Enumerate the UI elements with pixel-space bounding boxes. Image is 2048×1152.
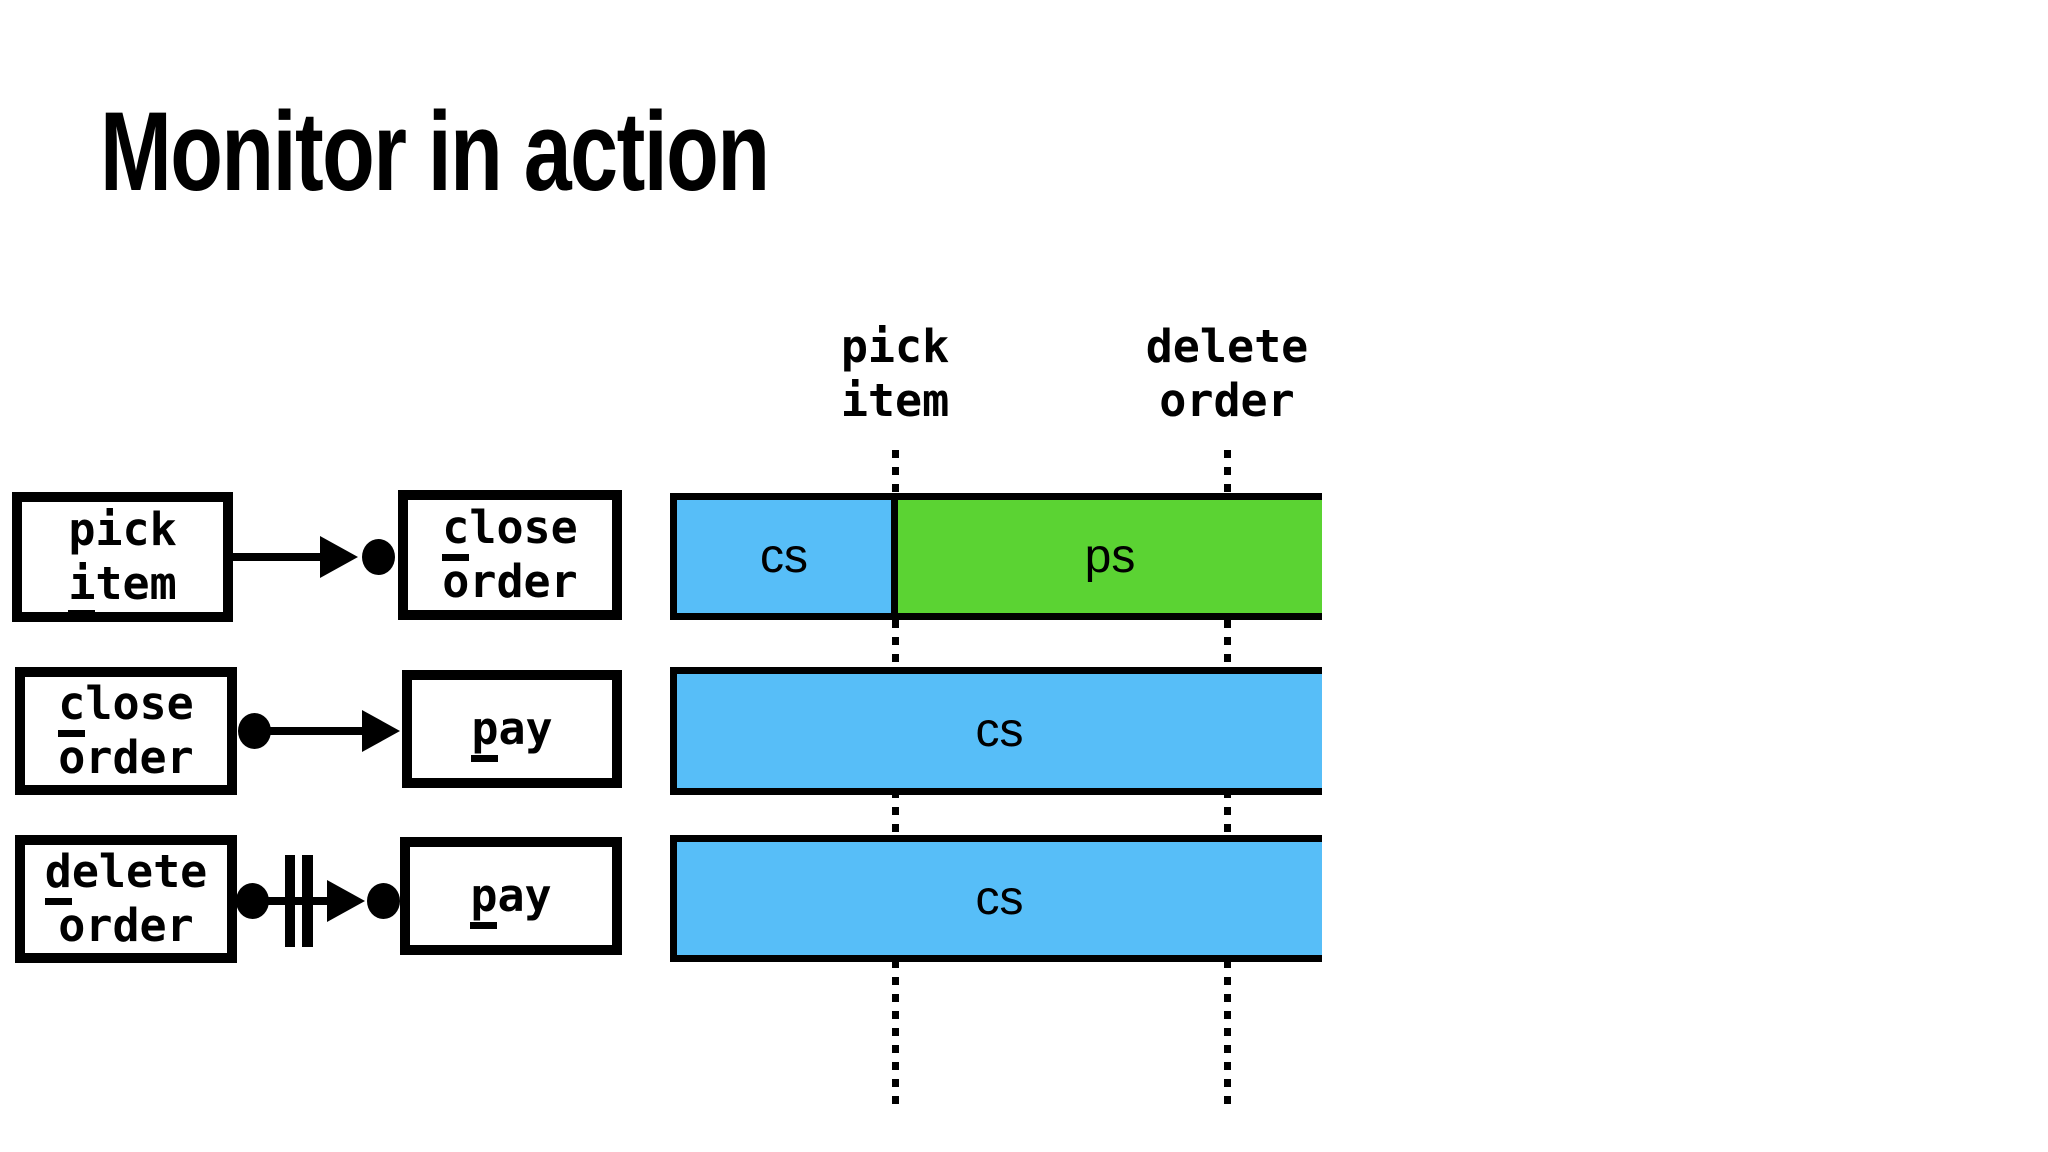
arrow-line xyxy=(266,897,331,905)
box-label-line: order xyxy=(58,731,194,784)
segment-ps: ps xyxy=(898,500,1322,613)
arrow-line xyxy=(268,727,365,735)
rule3-source-box: delete order xyxy=(15,835,237,963)
segment-cs: cs xyxy=(677,674,1322,788)
segment-label: ps xyxy=(1084,529,1136,583)
dot-icon xyxy=(362,539,395,575)
arrowhead-icon xyxy=(362,710,400,752)
segment-label: cs xyxy=(760,529,808,583)
segment-cs: cs xyxy=(677,500,891,613)
rule3-target-box: pay xyxy=(400,837,622,955)
dot-icon xyxy=(236,883,269,919)
dot-icon xyxy=(238,713,271,749)
box-label-line: close xyxy=(58,677,194,737)
page-title: Monitor in action xyxy=(100,89,770,214)
inhibit-bar-icon xyxy=(285,855,295,947)
timeline-bar-row2: cs xyxy=(670,667,1322,795)
box-label-line: order xyxy=(58,899,194,952)
timeline-bar-row3: cs xyxy=(670,835,1322,962)
rule1-source-box: pick item xyxy=(12,492,233,622)
box-label-line: close xyxy=(442,501,578,561)
segment-divider xyxy=(891,500,898,613)
header-line: order xyxy=(1159,374,1295,427)
segment-label: cs xyxy=(975,871,1024,925)
box-label-line: pick xyxy=(68,503,177,556)
box-label-line: order xyxy=(442,555,578,608)
timeline-column-header-delete-order: delete order xyxy=(1077,320,1377,428)
box-label-line: pay xyxy=(471,702,553,762)
rule2-source-box: close order xyxy=(15,667,237,795)
box-label-line: pay xyxy=(470,869,552,929)
arrow-line xyxy=(230,553,325,561)
dot-icon xyxy=(367,883,400,919)
segment-label: cs xyxy=(975,704,1024,757)
header-line: delete xyxy=(1145,320,1309,373)
box-label-line: item xyxy=(68,557,177,617)
arrowhead-icon xyxy=(320,536,358,578)
inhibit-bar-icon xyxy=(302,855,313,947)
box-label-line: delete xyxy=(44,845,207,905)
header-line: item xyxy=(840,374,950,427)
arrowhead-icon xyxy=(327,880,365,922)
rule1-target-box: close order xyxy=(398,490,622,620)
header-line: pick xyxy=(840,320,950,373)
timeline-column-header-pick-item: pick item xyxy=(745,320,1045,428)
timeline-bar-row1: cs ps xyxy=(670,493,1322,620)
segment-cs: cs xyxy=(677,842,1322,955)
rule2-target-box: pay xyxy=(402,670,622,788)
